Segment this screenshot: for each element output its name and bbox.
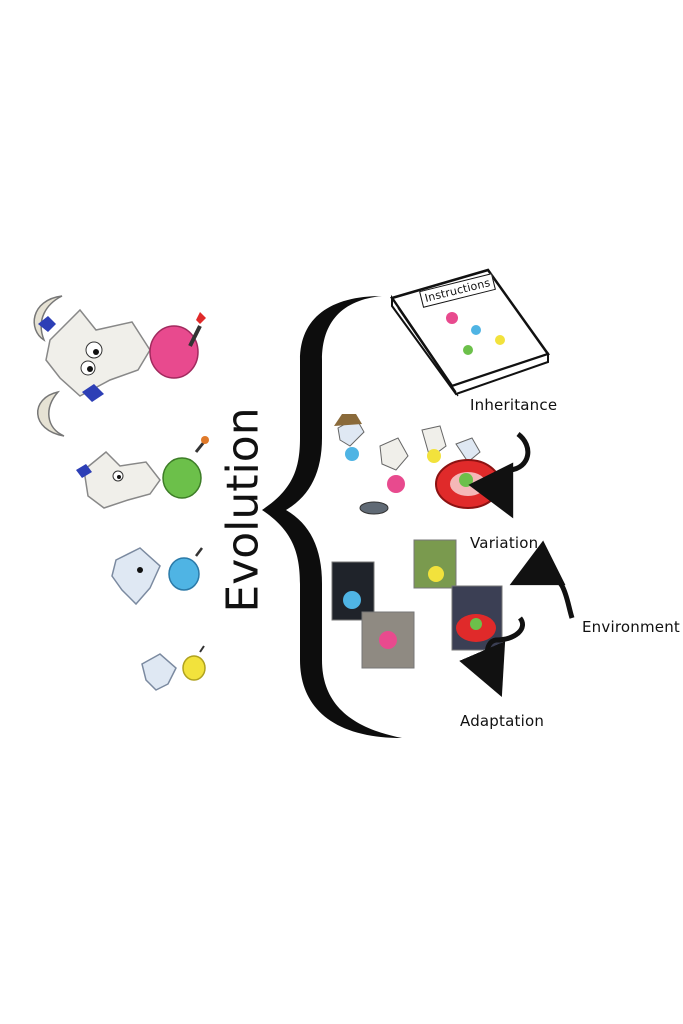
variation-characters-icon <box>334 414 501 515</box>
arrow-icon <box>459 616 525 697</box>
cell-character-small-icon <box>111 547 203 606</box>
photo-icon <box>331 561 375 621</box>
cell-character-medium-icon <box>76 436 209 509</box>
cell-character-tiny-icon <box>141 645 206 691</box>
diagram-title: Evolution <box>217 407 269 613</box>
cell-character-large-icon <box>33 295 206 437</box>
arrow-icon <box>509 540 575 619</box>
label-environment: Environment <box>582 618 680 636</box>
photo-icon <box>413 539 457 589</box>
arrow-icon <box>468 432 531 519</box>
label-adaptation: Adaptation <box>460 712 545 730</box>
label-variation: Variation <box>470 534 539 552</box>
brace-icon <box>262 296 402 738</box>
label-inheritance: Inheritance <box>470 396 558 414</box>
